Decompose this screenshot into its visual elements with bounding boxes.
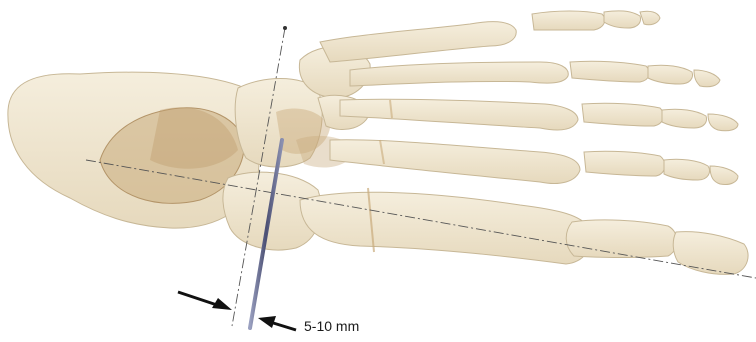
metatarsal-5	[320, 22, 516, 62]
metatarsal-2	[330, 140, 580, 184]
phalanx-big-toe-proximal	[566, 220, 677, 258]
metatarsal-1	[300, 192, 592, 264]
metatarsal-4	[350, 62, 568, 86]
measurement-label: 5-10 mm	[304, 318, 359, 334]
phalanx-big-toe-distal	[673, 232, 748, 275]
metatarsal-3	[340, 99, 578, 130]
right-arrow-icon	[258, 316, 296, 330]
left-arrow-icon	[178, 292, 232, 310]
axis-endpoint-dot	[283, 26, 287, 30]
